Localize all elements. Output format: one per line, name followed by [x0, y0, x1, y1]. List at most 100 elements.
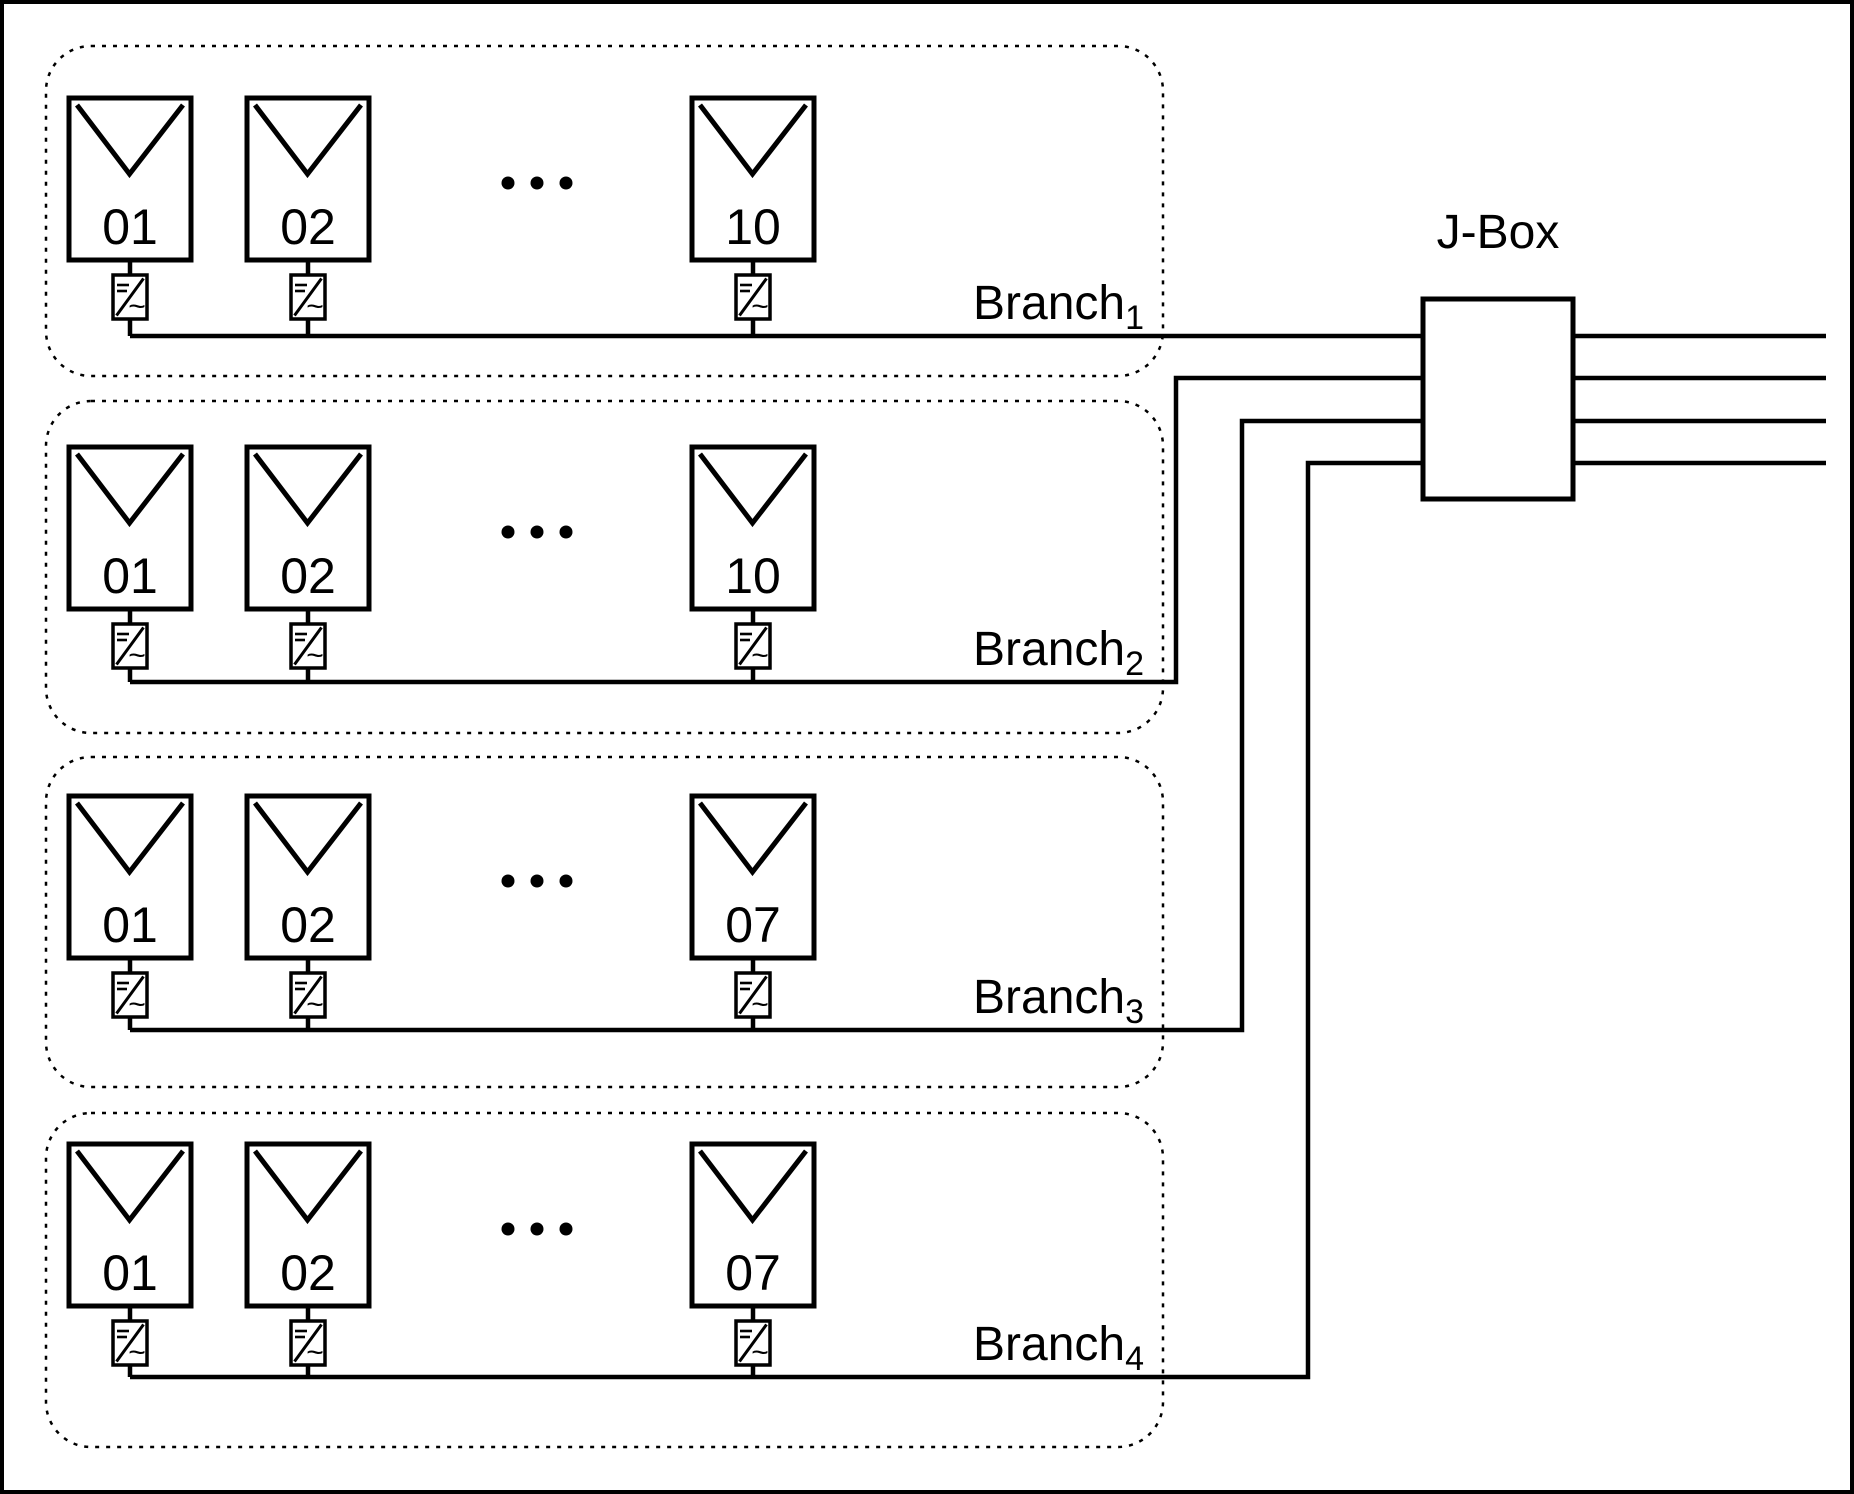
panel-chevron-icon: [698, 103, 808, 179]
branch-bus-wire: [130, 375, 1423, 685]
pv-module: 01 ~: [66, 793, 194, 1030]
microinverter-icon: ~: [734, 971, 772, 1021]
pv-module: 07 ~: [689, 1141, 817, 1377]
ac-symbol: ~: [128, 290, 146, 323]
microinverter-icon: ~: [289, 971, 327, 1021]
panel-number-label: 02: [280, 548, 336, 604]
ellipsis-dots: [501, 525, 573, 539]
panel-chevron-icon: [253, 801, 363, 877]
pv-module: 02 ~: [244, 95, 372, 336]
solar-panel-icon: [66, 793, 194, 961]
ellipsis-dot: [559, 874, 573, 888]
microinverter-icon: ~: [734, 622, 772, 672]
ac-symbol: ~: [128, 639, 146, 672]
panel-chevron-icon: [253, 103, 363, 179]
panel-chevron-icon: [253, 1149, 363, 1225]
microinverter-icon: ~: [111, 622, 149, 672]
microinverter-icon: ~: [289, 273, 327, 323]
ellipsis-dot: [559, 525, 573, 539]
panel-chevron-icon: [698, 452, 808, 528]
panel-number-label: 01: [102, 548, 158, 604]
branch-bus-wire: [130, 418, 1423, 1033]
ac-symbol: ~: [751, 988, 769, 1021]
microinverter-icon: ~: [734, 1319, 772, 1369]
ellipsis-dot: [559, 1222, 573, 1236]
branch-label: Branch2: [973, 623, 1144, 683]
inverter-diagonal: [293, 975, 323, 1015]
microinverter-icon: ~: [289, 622, 327, 672]
ellipsis-dot: [501, 525, 515, 539]
panel-chevron-icon: [698, 1149, 808, 1225]
ac-symbol: ~: [128, 988, 146, 1021]
branch-group-2: 01 ~02 ~10 ~ Branch2: [44, 375, 1423, 735]
pv-module: 02~: [244, 793, 372, 1030]
branch-bus-wire: [130, 460, 1423, 1380]
branch-label: Branch1: [973, 277, 1144, 337]
ac-symbol: ~: [751, 1336, 769, 1369]
ac-symbol: ~: [306, 988, 324, 1021]
ellipsis-dot: [530, 874, 544, 888]
pv-module: 07 ~: [689, 793, 817, 1030]
pv-module: 02 ~: [244, 444, 372, 682]
ellipsis-dot: [530, 525, 544, 539]
ac-symbol: ~: [306, 290, 324, 323]
inverter-diagonal: [738, 975, 768, 1015]
ac-symbol: ~: [306, 639, 324, 672]
microinverter-icon: ~: [111, 971, 149, 1021]
ellipsis-dot: [501, 874, 515, 888]
ac-symbol: ~: [751, 290, 769, 323]
panel-number-label: 07: [725, 1245, 781, 1301]
ellipsis-dots: [501, 874, 573, 888]
ellipsis-dot: [530, 1222, 544, 1236]
pv-module: 02 ~: [244, 1141, 372, 1377]
branch-dashed-boundary: [44, 1111, 1165, 1449]
ac-symbol: ~: [306, 1336, 324, 1369]
inverter-diagonal: [115, 1323, 145, 1363]
panel-chevron-icon: [75, 103, 185, 179]
ac-symbol: ~: [128, 1336, 146, 1369]
ellipsis-dot: [501, 176, 515, 190]
pv-module: 01 ~: [66, 1141, 194, 1377]
inverter-diagonal: [738, 277, 768, 317]
branch-label-subscript: 4: [1125, 1340, 1144, 1378]
panel-number-label: 02: [280, 1245, 336, 1301]
solar-panel-icon: [244, 444, 372, 612]
panel-chevron-icon: [75, 1149, 185, 1225]
panel-number-label: 01: [102, 897, 158, 953]
panel-number-label: 10: [725, 548, 781, 604]
microinverter-icon: ~: [289, 1319, 327, 1369]
branch-group-4: 01~02~07~Branch4: [44, 460, 1423, 1449]
panel-chevron-icon: [75, 452, 185, 528]
panel-number-label: 01: [102, 1245, 158, 1301]
ellipsis-dot: [530, 176, 544, 190]
inverter-diagonal: [738, 626, 768, 666]
ellipsis-dots: [501, 1222, 573, 1236]
panel-number-label: 07: [725, 897, 781, 953]
inverter-diagonal: [115, 626, 145, 666]
solar-panel-icon: [244, 1141, 372, 1309]
panel-number-label: 01: [102, 199, 158, 255]
ellipsis-dots: [501, 176, 573, 190]
inverter-diagonal: [738, 1323, 768, 1363]
inverter-diagonal: [293, 626, 323, 666]
jbox: [1420, 296, 1576, 502]
panel-number-label: 02: [280, 199, 336, 255]
branch-label: Branch3: [973, 971, 1144, 1031]
inverter-diagonal: [293, 277, 323, 317]
branch-dashed-boundary: [44, 755, 1165, 1089]
panel-number-label: 10: [725, 199, 781, 255]
inverter-diagonal: [293, 1323, 323, 1363]
branch-group-3: 01~02~07~Branch3: [44, 418, 1423, 1089]
branch-label-subscript: 1: [1125, 299, 1144, 337]
pv-module: 10 ~: [689, 444, 817, 682]
pv-module: 01 ~: [66, 95, 194, 336]
branch-label-subscript: 2: [1125, 645, 1144, 683]
microinverter-icon: ~: [111, 1319, 149, 1369]
ellipsis-dot: [559, 176, 573, 190]
panel-chevron-icon: [698, 801, 808, 877]
pv-module: 10 ~: [689, 95, 817, 336]
microinverter-icon: ~: [734, 273, 772, 323]
ellipsis-dot: [501, 1222, 515, 1236]
branch-label: Branch4: [973, 1318, 1144, 1378]
